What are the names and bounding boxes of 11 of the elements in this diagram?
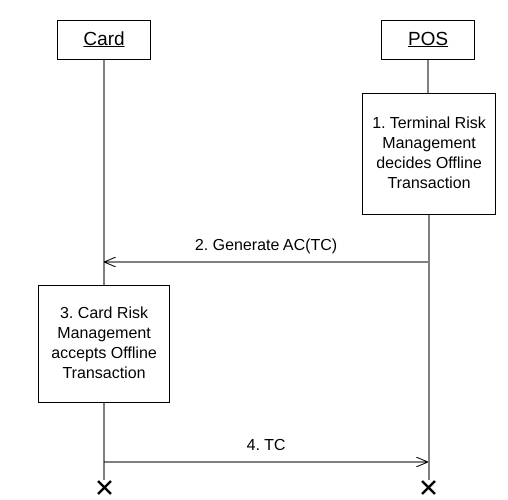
- lifeline-header-box: [57, 20, 151, 60]
- process-box: [38, 285, 170, 403]
- step-text: 3. Card Risk Management accepts Offline Transaction: [50, 304, 158, 384]
- lifeline: [428, 214, 430, 480]
- lifeline-header-box: [381, 20, 475, 60]
- destruction-mark: [97, 480, 112, 495]
- destruction-mark: [421, 480, 436, 495]
- step-text: 1. Terminal Risk Management decides Offline Transaction: [371, 114, 487, 194]
- lifeline-name: Card: [83, 30, 125, 50]
- process-box: [362, 93, 496, 215]
- lifeline-name: POS: [408, 30, 448, 50]
